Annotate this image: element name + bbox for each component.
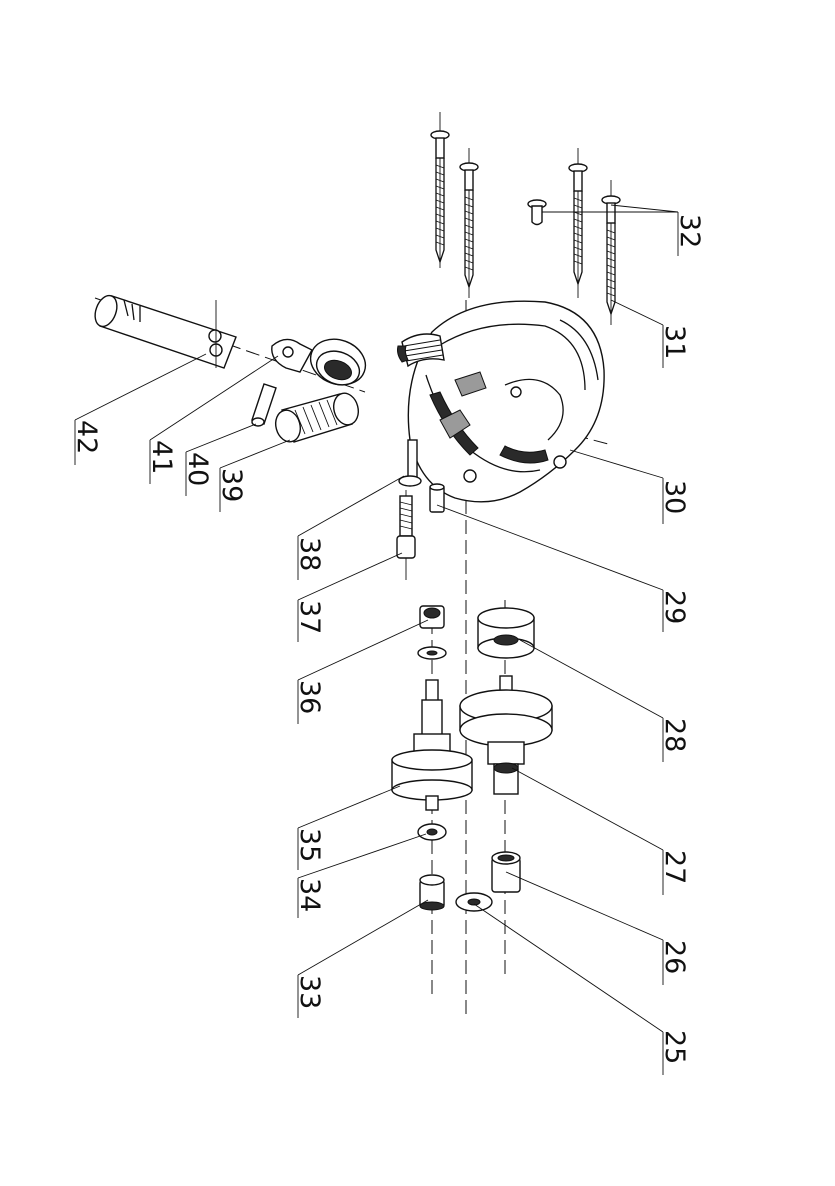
label-part-42: 42 <box>71 420 102 454</box>
label-part-32: 32 <box>674 214 705 248</box>
washer-34 <box>418 824 446 840</box>
label-part-33: 33 <box>294 975 325 1009</box>
washer-25 <box>456 893 492 911</box>
label-part-37: 37 <box>294 600 325 634</box>
collar-41 <box>272 332 372 392</box>
gear-housing-30 <box>398 301 605 502</box>
label-part-29: 29 <box>659 590 690 624</box>
label-part-27: 27 <box>659 850 690 884</box>
tube-42 <box>91 293 236 368</box>
label-part-25: 25 <box>659 1030 690 1064</box>
label-part-31: 31 <box>659 325 690 359</box>
label-part-41: 41 <box>146 440 177 474</box>
label-part-28: 28 <box>659 718 690 752</box>
pin-29 <box>430 484 444 512</box>
screw-31-b <box>460 148 478 298</box>
label-part-30: 30 <box>659 480 690 514</box>
ball-bearing-28 <box>478 608 534 658</box>
label-part-40: 40 <box>182 452 213 486</box>
drive-shaft-27 <box>460 676 552 794</box>
label-part-26: 26 <box>659 940 690 974</box>
label-part-39: 39 <box>216 468 247 502</box>
label-part-38: 38 <box>294 537 325 571</box>
screw-31-a <box>431 112 449 268</box>
needle-bearing-39 <box>272 390 361 444</box>
label-part-36: 36 <box>294 680 325 714</box>
screw-37 <box>397 490 415 580</box>
label-part-34: 34 <box>294 878 325 912</box>
label-part-35: 35 <box>294 828 325 862</box>
pin-40 <box>252 384 276 426</box>
shaft-gear-35 <box>392 680 472 810</box>
bushing-33 <box>420 875 444 910</box>
screw-31-c <box>569 148 587 298</box>
